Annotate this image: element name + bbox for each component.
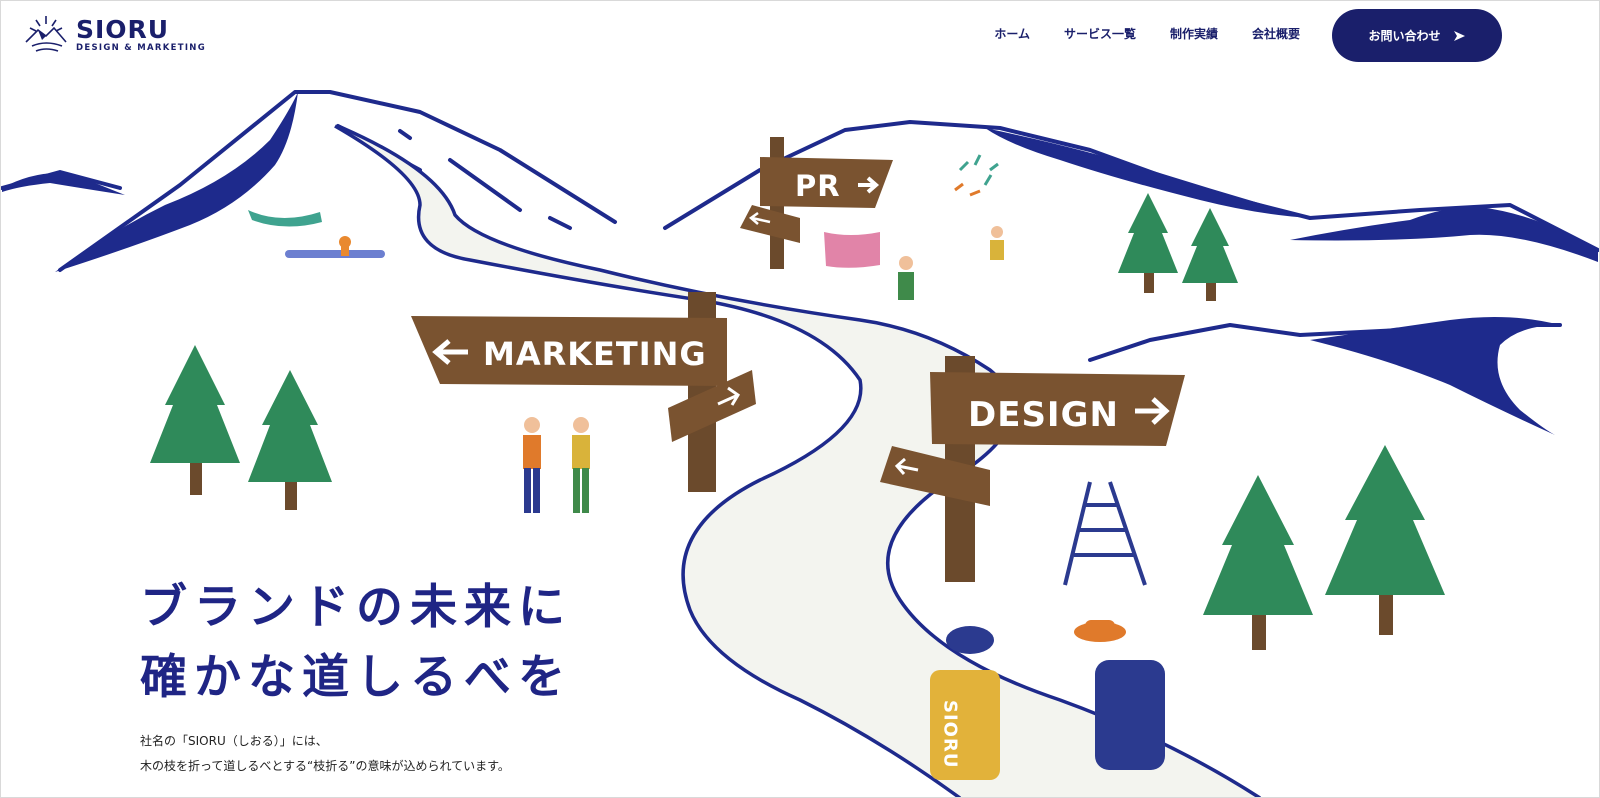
- brand-name: SIORU: [76, 15, 170, 44]
- pr-sign-label: PR: [795, 169, 841, 203]
- pr-signpost: PR: [740, 137, 893, 269]
- hero-title: ブランドの未来に 確かな道しるべを: [140, 573, 572, 713]
- brand-tagline: DESIGN & MARKETING: [76, 43, 206, 53]
- brand-logo[interactable]: SIORU DESIGN & MARKETING: [22, 12, 206, 58]
- mountain-shadows: [2, 92, 1598, 435]
- hikers: SIORU: [930, 620, 1165, 780]
- flag-runner: [824, 232, 914, 300]
- nav-works[interactable]: 制作実績: [1169, 27, 1218, 41]
- hero-description: 社名の「SIORU（しおる）」には、 木の枝を折って道しるべとする“枝折る”の意…: [140, 729, 510, 779]
- hero-title-line1: ブランドの未来に: [140, 580, 572, 635]
- hero-desc-line2: 木の枝を折って道しるべとする“枝折る”の意味が込められています。: [140, 759, 510, 773]
- nav-company[interactable]: 会社概要: [1251, 27, 1300, 41]
- marketing-signpost: MARKETING: [411, 292, 756, 492]
- main-nav: ホーム サービス一覧 制作実績 会社概要: [960, 25, 1300, 42]
- site-header: SIORU DESIGN & MARKETING ホーム サービス一覧 制作実績…: [0, 0, 1600, 76]
- arrow-right-icon: [1453, 30, 1465, 41]
- drone-illustration: [248, 210, 385, 258]
- confetti-person: [954, 154, 1004, 260]
- marketing-sign-label: MARKETING: [483, 335, 707, 373]
- design-signpost: DESIGN: [880, 356, 1185, 582]
- ladder-worker: [1063, 481, 1147, 586]
- contact-button[interactable]: お問い合わせ: [1332, 9, 1502, 62]
- contact-button-label: お問い合わせ: [1368, 29, 1441, 43]
- backpack-label: SIORU: [940, 700, 961, 768]
- design-sign-label: DESIGN: [968, 395, 1119, 435]
- nav-services[interactable]: サービス一覧: [1063, 27, 1136, 41]
- hero-title-line2: 確かな道しるべを: [140, 650, 572, 705]
- nav-home[interactable]: ホーム: [994, 27, 1030, 41]
- people-marketing: [523, 417, 590, 513]
- trail: [334, 124, 1261, 798]
- logo-mountain-icon: [25, 16, 67, 52]
- trees: [150, 193, 1445, 650]
- hero-desc-line1: 社名の「SIORU（しおる）」には、: [140, 734, 328, 748]
